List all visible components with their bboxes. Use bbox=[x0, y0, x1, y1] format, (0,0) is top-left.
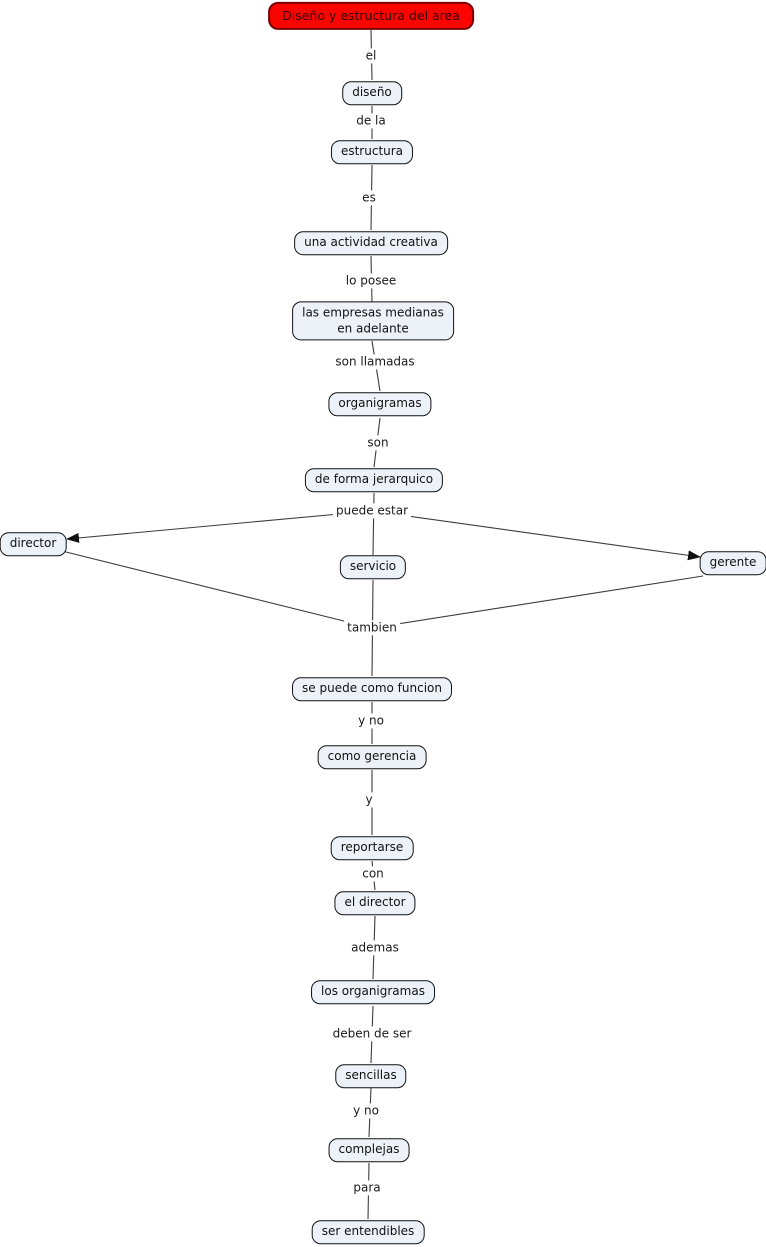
concept-node-el-director[interactable]: el director bbox=[334, 891, 416, 915]
link-label-para[interactable]: para bbox=[350, 1180, 384, 1196]
connector-line-10 bbox=[61, 550, 373, 629]
link-label-de-la[interactable]: de la bbox=[353, 113, 389, 129]
link-label-con[interactable]: con bbox=[359, 866, 387, 882]
link-label-lo-posee[interactable]: lo posee bbox=[342, 273, 400, 289]
link-label-deben-de-ser[interactable]: deben de ser bbox=[329, 1026, 415, 1042]
concept-node-sencillas[interactable]: sencillas bbox=[335, 1064, 407, 1088]
concept-node-forma-jerarquico[interactable]: de forma jerarquico bbox=[304, 468, 444, 492]
link-label-y-no-1[interactable]: y no bbox=[355, 713, 387, 729]
concept-node-diseno[interactable]: diseño bbox=[342, 81, 402, 105]
link-label-y-no-2[interactable]: y no bbox=[350, 1103, 382, 1119]
connector-line-6 bbox=[372, 492, 375, 556]
concept-node-servicio[interactable]: servicio bbox=[339, 555, 407, 579]
link-label-tambien[interactable]: tambien bbox=[344, 620, 400, 636]
link-label-son-llamadas[interactable]: son llamadas bbox=[332, 354, 418, 370]
concept-node-como-gerencia[interactable]: como gerencia bbox=[317, 745, 427, 769]
concept-node-complejas[interactable]: complejas bbox=[328, 1138, 410, 1162]
connector-line-8 bbox=[371, 510, 701, 561]
link-label-y[interactable]: y bbox=[362, 792, 376, 808]
concept-node-empresas-medianas[interactable]: las empresas medianas en adelante bbox=[292, 301, 454, 341]
concept-node-gerente[interactable]: gerente bbox=[699, 551, 766, 575]
concept-node-director[interactable]: director bbox=[0, 532, 67, 556]
link-label-son[interactable]: son bbox=[364, 435, 392, 451]
connector-line-7 bbox=[66, 510, 373, 543]
link-label-puede-estar[interactable]: puede estar bbox=[332, 503, 412, 519]
concept-node-actividad-creativa[interactable]: una actividad creativa bbox=[294, 231, 448, 255]
concept-node-root[interactable]: Diseño y estructura del area bbox=[268, 1, 474, 31]
concept-node-reportarse[interactable]: reportarse bbox=[330, 836, 414, 860]
link-label-ademas[interactable]: ademas bbox=[348, 940, 402, 956]
concept-node-los-organigramas[interactable]: los organigramas bbox=[311, 980, 435, 1004]
concept-node-ser-entendibles[interactable]: ser entendibles bbox=[311, 1220, 425, 1244]
link-label-el[interactable]: el bbox=[362, 48, 380, 64]
concept-node-estructura[interactable]: estructura bbox=[330, 140, 414, 164]
link-label-es[interactable]: es bbox=[359, 190, 379, 206]
connector-line-11 bbox=[371, 575, 704, 629]
concept-node-puede-funcion[interactable]: se puede como funcion bbox=[292, 677, 452, 701]
concept-node-organigramas[interactable]: organigramas bbox=[328, 392, 432, 416]
